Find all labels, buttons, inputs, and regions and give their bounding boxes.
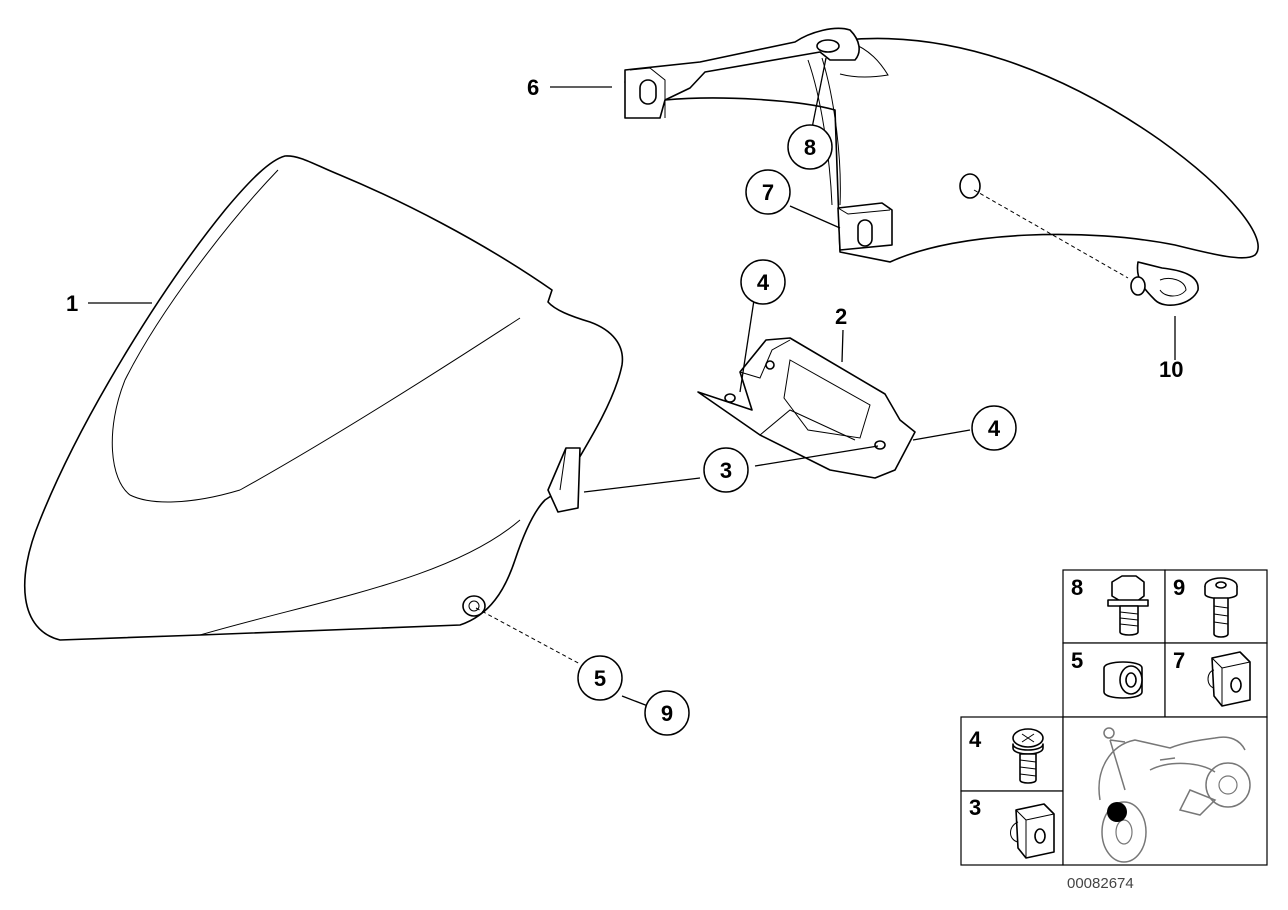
svg-text:7: 7 (1173, 648, 1185, 673)
callout-3: 3 (703, 447, 749, 493)
phillips-screw-icon (1012, 728, 1044, 784)
callout-5: 5 (577, 655, 623, 701)
speed-nut-clip-icon (1207, 651, 1251, 707)
svg-text:9: 9 (661, 701, 673, 726)
callout-4-upper: 4 (740, 259, 786, 305)
svg-text:8: 8 (804, 135, 816, 160)
svg-text:8: 8 (1071, 575, 1083, 600)
svg-text:5: 5 (1071, 648, 1083, 673)
legend-cell-8: 8 (1071, 575, 1149, 636)
pan-head-screw-icon (1204, 577, 1238, 638)
callout-8: 8 (787, 124, 833, 170)
svg-text:3: 3 (720, 458, 732, 483)
legend-cell-3: 3 (969, 795, 1055, 859)
svg-text:7: 7 (762, 180, 774, 205)
legend-cell-4: 4 (969, 727, 1044, 784)
svg-text:5: 5 (594, 666, 606, 691)
callout-1: 1 (66, 291, 78, 316)
hex-bolt-icon (1107, 575, 1149, 636)
bracket-plate-part (697, 337, 916, 479)
legend-cell-5: 5 (1071, 648, 1143, 699)
svg-text:4: 4 (969, 727, 982, 752)
svg-text:4: 4 (757, 270, 770, 295)
legend-cell-7: 7 (1173, 648, 1251, 707)
front-mudguard-part (624, 27, 1259, 306)
callout-10: 10 (1159, 357, 1183, 382)
location-marker (1107, 802, 1127, 822)
leader-lines (88, 57, 1176, 707)
front-fender-cover-part (23, 155, 624, 641)
svg-text:4: 4 (988, 416, 1001, 441)
callout-7: 7 (745, 169, 791, 215)
grommet-icon (1103, 661, 1143, 699)
callout-6: 6 (527, 75, 539, 100)
callouts: 1 6 2 10 8 7 4 4 3 5 9 (66, 75, 1183, 736)
legend-cell-9: 9 (1173, 575, 1238, 638)
callout-2: 2 (835, 304, 847, 329)
motorcycle-location-icon (1098, 727, 1251, 863)
svg-text:9: 9 (1173, 575, 1185, 600)
callout-9: 9 (644, 690, 690, 736)
hardware-legend: 8 9 5 (960, 569, 1268, 866)
reference-number: 00082674 (1067, 875, 1134, 892)
svg-text:3: 3 (969, 795, 981, 820)
speed-nut-clip-icon (1010, 803, 1055, 859)
callout-4-right: 4 (971, 405, 1017, 451)
